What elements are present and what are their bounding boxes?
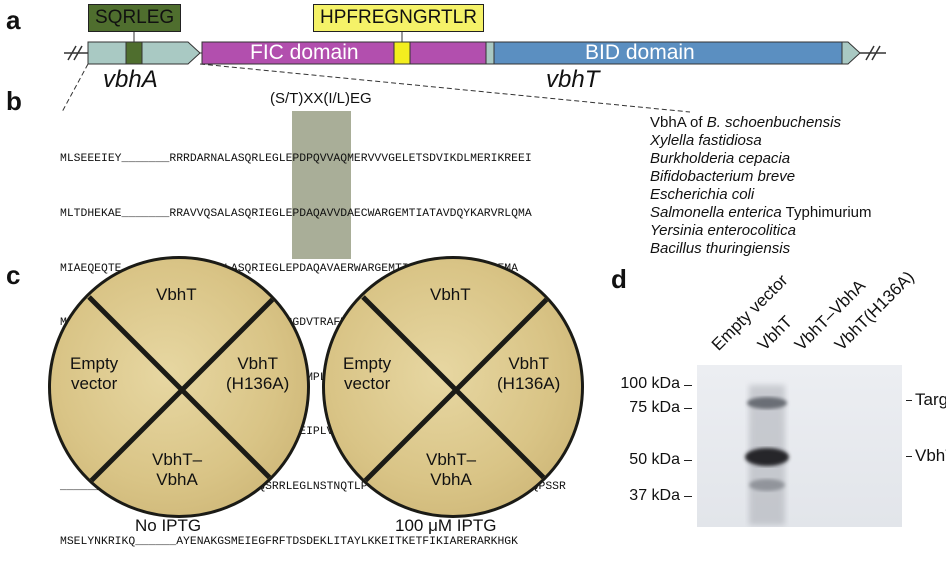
mw-marker-label: 50 kDa [629,451,680,468]
mw-marker-tick [684,496,692,498]
organism-label: Escherichia coli [650,186,755,203]
organism-label: Bacillus thuringiensis [650,240,791,257]
plate-label-right: VbhT(H136A) [497,354,561,393]
mw-marker-tick [684,385,692,387]
plate-label-bottom: VbhT–VbhA [152,450,203,489]
sequence-row: MLSEEEIEY_______RRRDARNALASQRLEGLEPDPQVV… [60,153,532,166]
organism-label: Yersinia enterocolitica [650,222,796,239]
plate-dividers [361,295,551,485]
mw-marker-tick [684,460,692,462]
plate-label-top: VbhT [430,285,471,304]
plate-dividers [87,295,277,485]
agar-plate [322,256,584,518]
organism-label: Salmonella enterica Typhimurium [650,204,872,221]
mw-marker-label: 100 kDa [620,375,680,392]
organism-label: Burkholderia cepacia [650,150,791,167]
gene-backbone [64,41,886,65]
organism-label: VbhA of B. schoenbuchensis [650,114,841,131]
motif-box-sqrleg: SQRLEG [88,4,182,32]
band-pointer [906,456,912,458]
agar-plate [48,256,310,518]
band-label-target: Target [915,390,946,409]
gene-name-vbht: vbhT [546,66,600,93]
bid-domain-label: BID domain [585,41,695,64]
mw-marker-label: 37 kDa [629,487,680,504]
plate-label-top: VbhT [156,285,197,304]
plate-label-right: VbhT(H136A) [226,354,290,393]
panel-label-a: a [6,5,21,35]
lane-label: VbhT [753,312,797,355]
gel-bands [745,385,789,525]
mw-marker-label: 75 kDa [629,399,680,416]
panel-label-d: d [611,264,627,294]
band-pointer [906,400,912,402]
band-label-vbht: VbhT [915,446,946,465]
plate-label-bottom: VbhT–VbhA [426,450,477,489]
sequence-row: MLTDHEKAE_______RRAVVQSALASQRIEGLEPDAQAV… [60,208,532,220]
panel-label-c: c [6,260,21,290]
plate-caption: No IPTG [135,516,202,535]
mw-marker-tick [684,408,692,410]
motif-highlight-column [292,111,351,259]
organism-label: Xylella fastidiosa [650,132,762,149]
fic-domain-label: FIC domain [250,41,359,64]
motif-connectors [61,30,691,113]
motif-consensus-label: (S/T)XX(I/L)EG [270,90,372,107]
plate-caption: 100 μM IPTG [395,516,497,535]
gene-name-vbha: vbhA [103,66,158,93]
motif-box-hpfregngrtlr: HPFREGNGRTLR [313,4,484,32]
gel-image [697,365,902,527]
organism-label: Bifidobacterium breve [650,168,796,185]
panel-label-b: b [6,86,22,116]
